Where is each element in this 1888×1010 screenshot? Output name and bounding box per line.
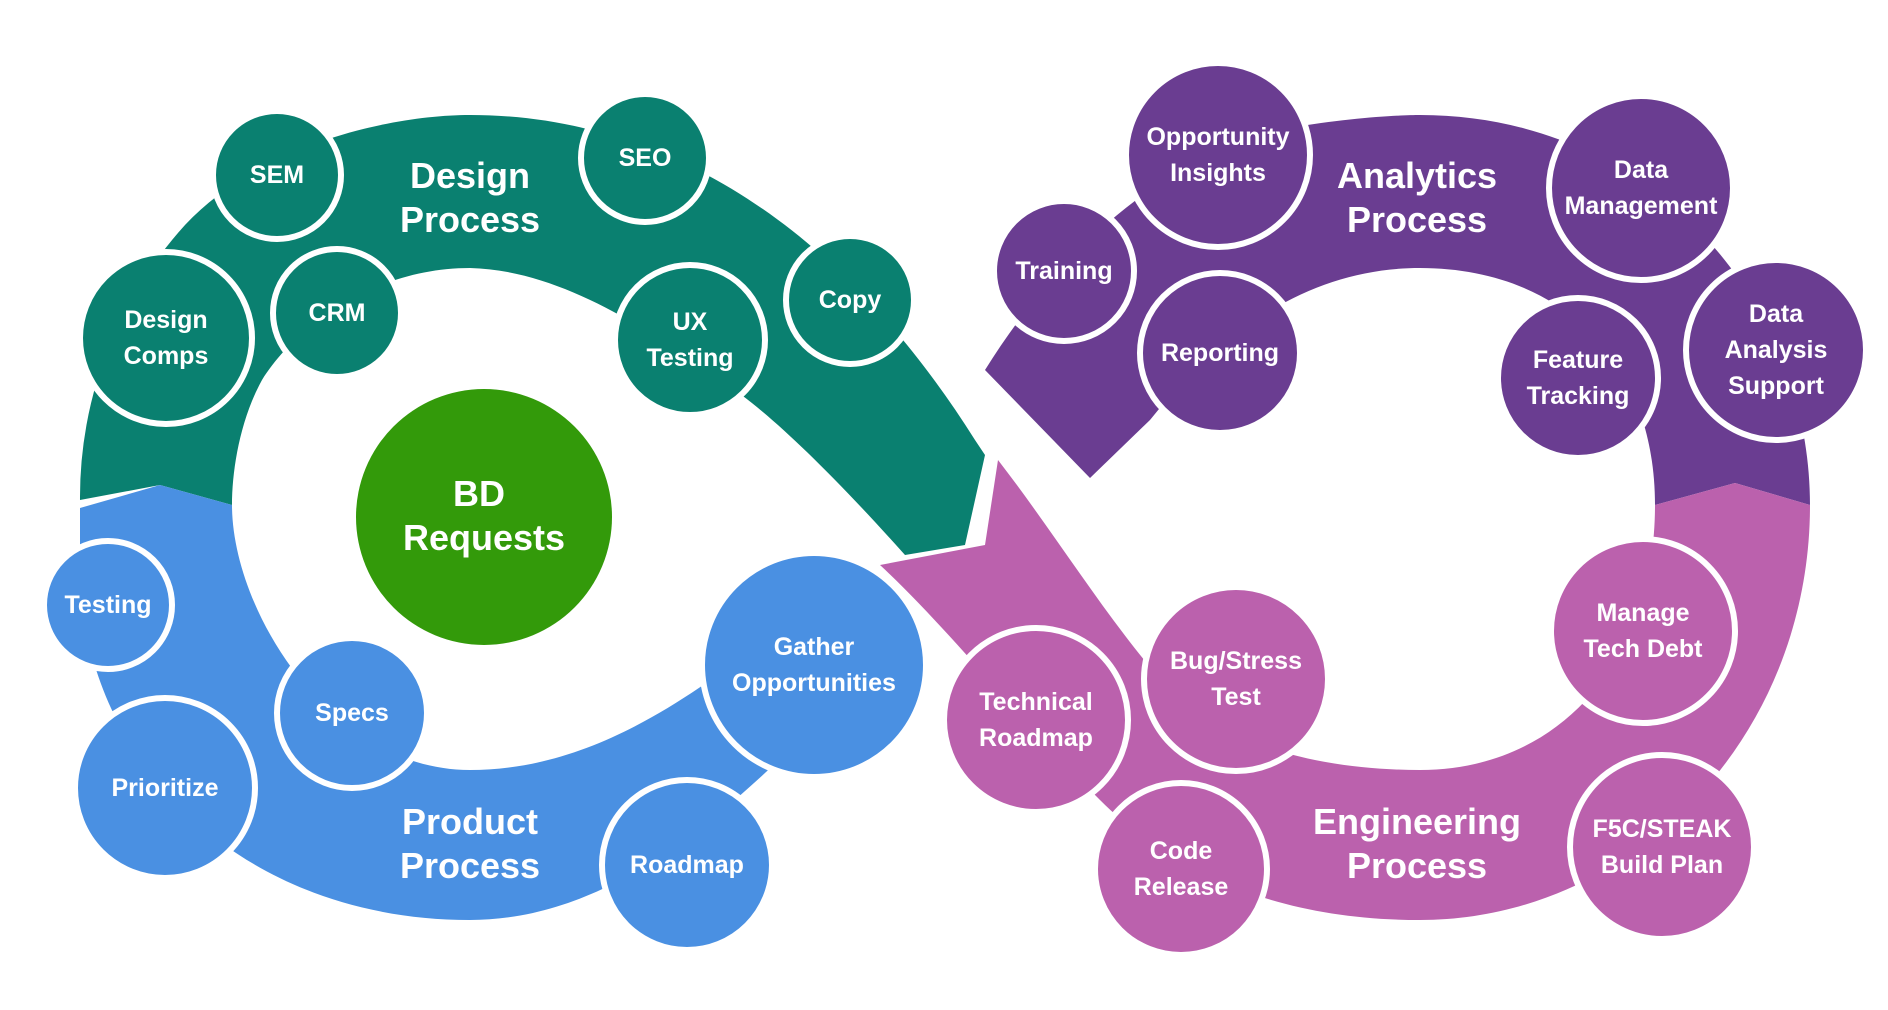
f5c-steak-build-plan-node-circle [1567,752,1757,942]
specs-node[interactable]: Specs [274,635,430,791]
crm-node-label: CRM [309,299,366,327]
sem-node-circle [210,108,344,242]
prioritize-node[interactable]: Prioritize [72,695,258,881]
copy-node-circle [783,233,917,367]
data-analysis-support-node-circle [1683,257,1869,443]
copy-node[interactable]: Copy [783,233,917,367]
prioritize-node-label: Prioritize [112,774,219,802]
seo-node-circle [578,91,712,225]
sem-node-label: SEM [250,161,304,189]
sem-node[interactable]: SEM [210,108,344,242]
code-release-node-circle [1092,780,1270,958]
specs-node-label: Specs [315,699,389,727]
feature-tracking-node-circle [1495,295,1661,461]
reporting-node[interactable]: Reporting [1137,270,1303,436]
technical-roadmap-node-circle [941,625,1131,815]
opportunity-insights-node-circle [1123,60,1313,250]
bd-requests-node[interactable]: BD Requests [356,389,612,645]
testing-node[interactable]: Testing [41,538,175,672]
design-comps-node-circle [77,249,255,427]
copy-node-label: Copy [819,286,882,314]
roadmap-node[interactable]: Roadmap [599,777,775,953]
bd-requests-label: BD Requests [403,473,565,558]
testing-node-label: Testing [64,591,151,619]
crm-node-circle [270,246,404,380]
reporting-node-circle [1137,270,1303,436]
seo-node[interactable]: SEO [578,91,712,225]
training-node[interactable]: Training [991,198,1137,344]
ux-testing-node-circle [612,262,768,418]
bug-stress-test-node-circle [1141,584,1331,774]
prioritize-node-circle [72,695,258,881]
training-node-circle [991,198,1137,344]
testing-node-circle [41,538,175,672]
crm-node[interactable]: CRM [270,246,404,380]
data-management-node-circle [1546,93,1736,283]
roadmap-node-circle [599,777,775,953]
specs-node-circle [274,635,430,791]
seo-node-label: SEO [619,144,672,172]
roadmap-node-label: Roadmap [630,851,744,879]
reporting-node-label: Reporting [1161,339,1279,367]
training-node-label: Training [1015,257,1112,285]
manage-tech-debt-node-circle [1548,536,1738,726]
gather-opportunities-node-circle [699,550,929,780]
